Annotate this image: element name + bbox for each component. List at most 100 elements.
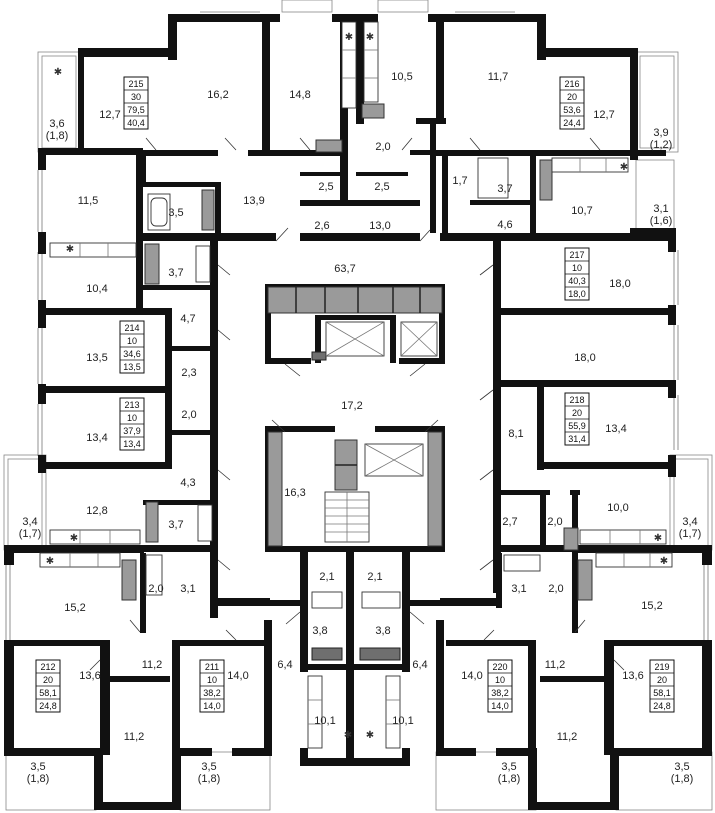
apartment-living: 18,0 (568, 289, 586, 299)
room-area-label: 13,4 (605, 423, 626, 435)
apartment-rooms: 20 (572, 408, 582, 418)
room-area-label: 16,3 (284, 487, 305, 499)
shafts (121, 103, 593, 661)
room-area-label: 13,0 (369, 220, 390, 232)
room-area-label: 13,6 (79, 670, 100, 682)
apartment-living: 14,0 (491, 701, 509, 711)
room-area-label: 6,4 (277, 659, 292, 671)
apartment-rooms: 20 (657, 675, 667, 685)
elevators (325, 321, 438, 477)
room-area-label: 17,2 (341, 400, 362, 412)
room-area-label: 4,3 (180, 477, 195, 489)
room-area-label: 1,7 (452, 175, 467, 187)
apartment-rooms: 10 (495, 675, 505, 685)
balcony-area-labels: 3,6(1,8)3,9(1,2)3,1(1,6)3,4(1,7)3,4(1,7)… (19, 118, 702, 785)
walls (4, 14, 712, 810)
room-area-label: 15,2 (64, 602, 85, 614)
balcony-reduced-area-label: (1,8) (27, 773, 50, 785)
apartment-number: 217 (569, 250, 584, 260)
balcony-reduced-area-label: (1,8) (498, 773, 521, 785)
room-area-label: 10,4 (86, 283, 107, 295)
vent-marker: ✱ (654, 533, 662, 544)
room-area-label: 10,1 (314, 715, 335, 727)
room-area-label: 3,5 (168, 207, 183, 219)
balcony-area-label: 3,9 (653, 127, 668, 139)
room-area-label: 13,9 (243, 195, 264, 207)
apartment-number: 218 (569, 395, 584, 405)
room-area-label: 10,5 (391, 71, 412, 83)
room-area-label: 12,7 (593, 109, 614, 121)
apartment-total: 40,3 (568, 276, 586, 286)
apartment-rooms: 10 (127, 336, 137, 346)
balcony-area-label: 3,5 (674, 761, 689, 773)
balcony-reduced-area-label: (1,6) (650, 215, 673, 227)
room-area-label: 2,0 (548, 583, 563, 595)
room-area-label: 18,0 (574, 352, 595, 364)
apartment-total: 79,5 (127, 105, 145, 115)
room-area-label: 3,7 (168, 519, 183, 531)
apartment-total: 58,1 (653, 688, 671, 698)
room-area-label: 13,6 (622, 670, 643, 682)
vent-marker: ✱ (660, 556, 668, 567)
room-area-label: 14,8 (289, 89, 310, 101)
fixtures (39, 21, 673, 749)
apartment-total: 55,9 (568, 421, 586, 431)
room-area-label: 10,1 (392, 715, 413, 727)
room-area-label: 2,3 (181, 367, 196, 379)
apartment-living: 24,8 (653, 701, 671, 711)
room-area-label: 3,7 (168, 267, 183, 279)
room-area-label: 4,7 (180, 313, 195, 325)
vent-marker: ✱ (54, 67, 62, 78)
balcony-area-label: 3,4 (682, 516, 697, 528)
room-area-label: 2,1 (319, 571, 334, 583)
room-area-label: 14,0 (461, 670, 482, 682)
vent-marker: ✱ (66, 244, 74, 255)
balcony-area-label: 3,6 (49, 118, 64, 130)
balcony-reduced-area-label: (1,7) (19, 528, 42, 540)
balcony-reduced-area-label: (1,7) (679, 528, 702, 540)
balcony-reduced-area-label: (1,8) (46, 130, 69, 142)
apartment-total: 34,6 (123, 349, 141, 359)
apartment-living: 14,0 (203, 701, 221, 711)
apartment-living: 31,4 (568, 434, 586, 444)
doors (89, 137, 625, 671)
room-area-label: 15,2 (641, 600, 662, 612)
apartment-total: 58,1 (39, 688, 57, 698)
apartment-total: 53,6 (563, 105, 581, 115)
vent-marker: ✱ (345, 32, 353, 43)
balcony-area-label: 3,5 (501, 761, 516, 773)
room-area-label: 18,0 (609, 278, 630, 290)
room-area-label: 63,7 (334, 263, 355, 275)
room-area-label: 3,1 (511, 583, 526, 595)
vent-marker: ✱ (70, 533, 78, 544)
room-area-label: 2,0 (181, 409, 196, 421)
room-area-label: 13,5 (86, 352, 107, 364)
apartment-total: 37,9 (123, 426, 141, 436)
apartment-number: 214 (124, 323, 139, 333)
balcony-reduced-area-label: (1,2) (650, 139, 673, 151)
stairs (324, 491, 370, 543)
apartment-rooms: 30 (131, 92, 141, 102)
room-area-label: 10,7 (571, 205, 592, 217)
room-area-label: 6,4 (412, 659, 427, 671)
balcony-reduced-area-label: (1,8) (671, 773, 694, 785)
vent-marker: ✱ (46, 556, 54, 567)
room-area-label: 14,0 (227, 670, 248, 682)
room-area-label: 11,2 (124, 731, 145, 743)
room-area-label: 11,7 (488, 71, 509, 83)
apartment-number: 211 (205, 662, 219, 672)
balcony-reduced-area-label: (1,8) (198, 773, 221, 785)
apartment-rooms: 20 (43, 675, 53, 685)
apartment-rooms: 10 (127, 413, 137, 423)
